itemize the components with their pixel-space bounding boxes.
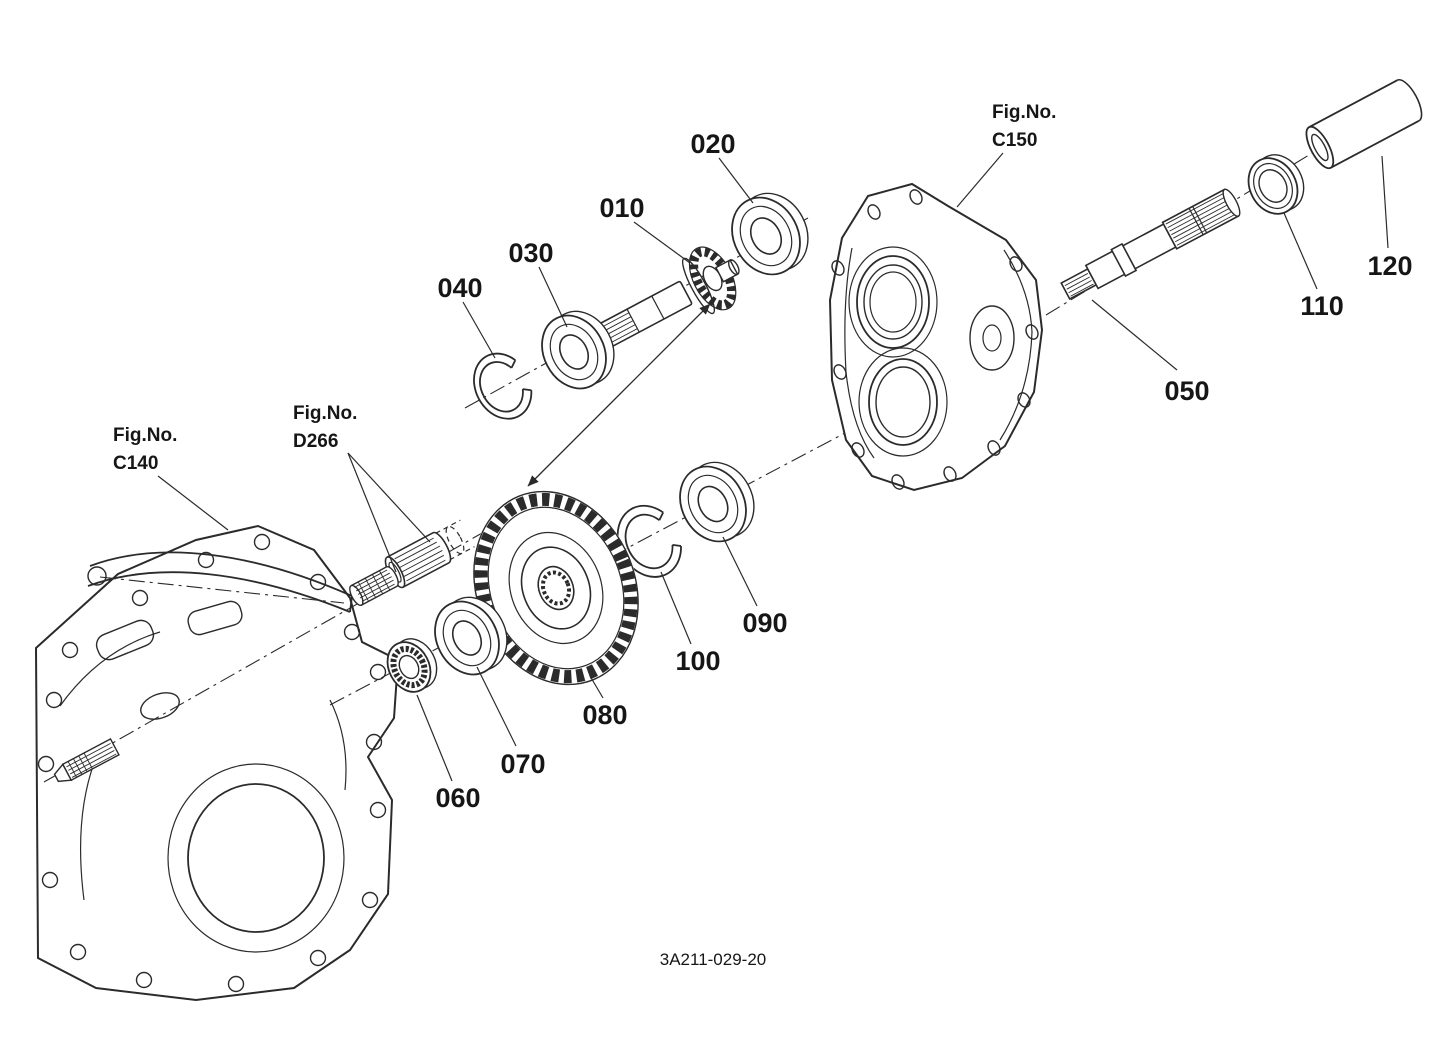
leader-110 <box>1283 212 1318 290</box>
seal-collar-060-drawing <box>386 638 438 693</box>
leader-080 <box>589 675 604 699</box>
drawing-number: 3A211-029-20 <box>660 950 767 969</box>
callout-110: 110 <box>1300 291 1344 321</box>
snap-ring-040-drawing <box>473 352 533 420</box>
callout-050: 050 <box>1164 376 1209 406</box>
bearing-020-drawing <box>731 192 809 276</box>
callout-030: 030 <box>508 238 553 268</box>
pto-shaft-050-drawing <box>1060 188 1241 301</box>
callout-020: 020 <box>690 129 735 159</box>
figref-c140-title: Fig.No. <box>113 425 177 446</box>
figref-d266-title: Fig.No. <box>293 403 357 424</box>
leader-060 <box>416 694 453 782</box>
housing-c150-drawing <box>828 182 1044 492</box>
leader-fig-c150 <box>956 152 1004 208</box>
figref-c150-code: C150 <box>992 130 1037 151</box>
leader-fig-d266-b <box>347 452 397 573</box>
spline-shaft-segment-drawing <box>349 565 399 607</box>
leader-020 <box>718 157 754 204</box>
leader-090 <box>722 536 758 607</box>
support-bracket-drawing <box>87 551 353 613</box>
callout-090: 090 <box>742 608 787 638</box>
assembly-arrow <box>527 303 711 487</box>
callout-040: 040 <box>437 273 482 303</box>
leader-100 <box>660 571 692 645</box>
leader-040 <box>462 301 496 359</box>
callout-060: 060 <box>435 783 480 813</box>
leader-050 <box>1091 299 1178 371</box>
engine-block-c140-drawing <box>34 524 400 1002</box>
callout-080: 080 <box>582 700 627 730</box>
figref-d266-code: D266 <box>293 431 338 452</box>
leader-070 <box>476 666 517 747</box>
bearing-110-drawing <box>1247 154 1305 215</box>
figref-c140-code: C140 <box>113 453 158 474</box>
bearing-070-drawing <box>434 596 508 676</box>
leader-fig-c140 <box>157 475 229 531</box>
bearing-030-drawing <box>541 310 615 390</box>
pipe-120-drawing <box>1305 79 1423 170</box>
callout-010: 010 <box>599 193 644 223</box>
leader-120 <box>1381 155 1389 249</box>
figref-c150-title: Fig.No. <box>992 102 1056 123</box>
bearing-090-drawing <box>679 461 755 543</box>
callout-120: 120 <box>1367 251 1412 281</box>
callout-100: 100 <box>675 646 720 676</box>
leader-fig-d266-a <box>347 452 431 543</box>
callout-070: 070 <box>500 749 545 779</box>
block-spline-shaft-drawing <box>53 737 120 783</box>
leader-030 <box>538 266 568 328</box>
leader-010 <box>633 221 691 264</box>
